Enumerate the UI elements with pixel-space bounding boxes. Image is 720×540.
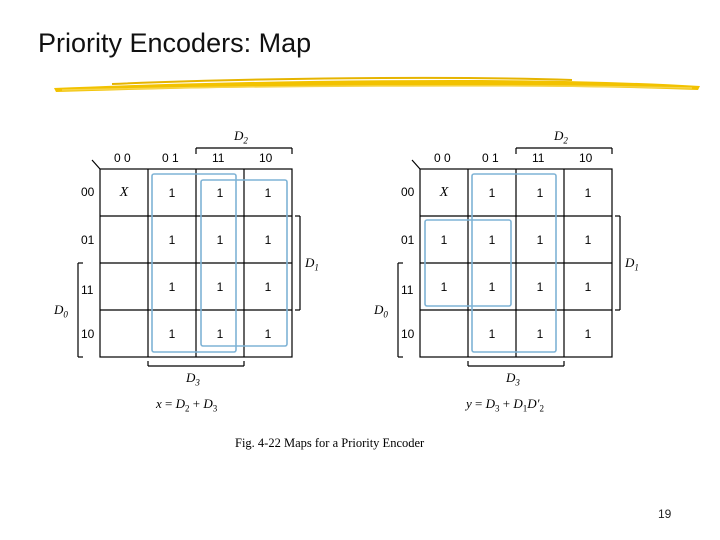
kmap-cell: 1: [584, 185, 592, 200]
kmap-y: 0 0 0 1 11 10 00 01 11 10 D2 D1 D0 D3 X …: [368, 120, 668, 420]
row-header: 11: [401, 283, 414, 297]
kmap-cell: 1: [440, 232, 448, 247]
kmap-cell: 1: [488, 326, 496, 341]
col-header: 0 1: [482, 151, 499, 165]
row-header: 01: [401, 233, 415, 247]
kmap-cell: 1: [536, 326, 544, 341]
row-header: 00: [401, 185, 415, 199]
kmap-cell: 1: [216, 326, 224, 341]
kmap-cell: 1: [168, 326, 176, 341]
kmap-cell: 1: [216, 185, 224, 200]
kmap-cell: X: [119, 184, 129, 200]
var-left: D0: [54, 302, 68, 320]
col-header: 10: [259, 151, 273, 165]
kmap-cell: 1: [584, 232, 592, 247]
row-header: 01: [81, 233, 95, 247]
slide-title: Priority Encoders: Map: [38, 28, 312, 58]
kmap-cell: 1: [264, 185, 272, 200]
equation-x: x = D2 + D3: [156, 396, 218, 414]
col-header: 0 0: [434, 151, 451, 165]
figure-caption: Fig. 4-22 Maps for a Priority Encoder: [235, 436, 425, 450]
kmap-cell: 1: [488, 279, 496, 294]
kmap-cell: 1: [216, 279, 224, 294]
kmap-cell: 1: [536, 279, 544, 294]
kmap-cell: [420, 310, 468, 357]
kmap-cell: 1: [168, 232, 176, 247]
kmap-cell: [100, 310, 148, 357]
kmap-cell: 1: [168, 279, 176, 294]
kmap-cell: 1: [168, 185, 176, 200]
page-number: 19: [658, 507, 672, 521]
var-left: D0: [374, 302, 388, 320]
title-underline: [54, 76, 700, 92]
kmap-y-grid: [397, 147, 621, 367]
kmap-x-grid: [77, 147, 301, 367]
kmap-cell: [100, 263, 148, 310]
kmap-cell: 1: [488, 232, 496, 247]
var-bottom: D3: [506, 370, 520, 388]
kmap-cell: 1: [536, 185, 544, 200]
kmap-cell: X: [439, 184, 449, 200]
col-header: 11: [532, 151, 545, 165]
kmap-cell: 1: [488, 185, 496, 200]
kmap-cell: 1: [264, 326, 272, 341]
var-right: D1: [305, 255, 319, 273]
kmap-cell: 1: [264, 279, 272, 294]
kmap-cell: [100, 216, 148, 263]
kmap-cell: 1: [216, 232, 224, 247]
kmap-cell: 1: [584, 326, 592, 341]
kmap-x: 0 0 0 1 11 10 00 01 11 10 D2 D1 D0 D3 X …: [48, 120, 348, 420]
var-top: D2: [234, 128, 248, 146]
kmap-cell: 1: [440, 279, 448, 294]
col-header: 10: [579, 151, 593, 165]
row-header: 11: [81, 283, 94, 297]
row-header: 10: [401, 327, 415, 341]
var-bottom: D3: [186, 370, 200, 388]
kmap-cell: 1: [536, 232, 544, 247]
kmap-cell: 1: [264, 232, 272, 247]
row-header: 00: [81, 185, 95, 199]
var-right: D1: [625, 255, 639, 273]
col-header: 11: [212, 151, 225, 165]
row-header: 10: [81, 327, 95, 341]
col-header: 0 0: [114, 151, 131, 165]
equation-y: y = D3 + D1D′2: [466, 396, 544, 414]
var-top: D2: [554, 128, 568, 146]
kmap-cell: 1: [584, 279, 592, 294]
col-header: 0 1: [162, 151, 179, 165]
